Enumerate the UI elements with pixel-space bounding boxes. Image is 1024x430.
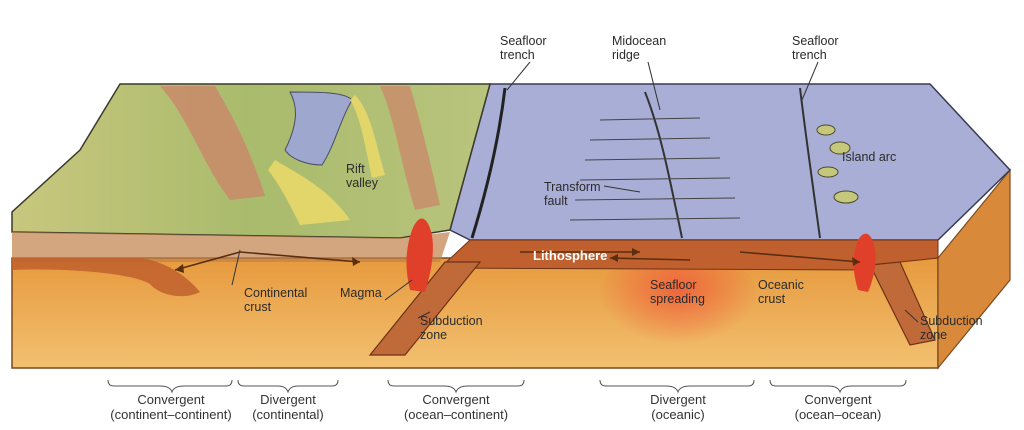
label-lithosphere: Lithosphere xyxy=(533,248,608,263)
trench-right xyxy=(799,87,821,239)
island-arc-islands xyxy=(816,124,859,204)
magma-plume-right xyxy=(853,233,876,292)
lithosphere-continent xyxy=(12,258,200,297)
boundary-label-divergent-oceanic: Divergent(oceanic) xyxy=(650,392,706,422)
trench-left xyxy=(470,87,507,239)
mantle-flow-arrows xyxy=(174,251,861,271)
spreading-glow xyxy=(598,245,758,355)
boundary-label-convergent-oo: Convergent(ocean–ocean) xyxy=(794,392,882,422)
rift-flank-yellow xyxy=(268,160,350,225)
subducting-slab-left xyxy=(368,261,482,356)
ridge-hatching xyxy=(569,117,741,221)
midocean-ridge xyxy=(644,91,683,239)
rift-flank-yellow-2 xyxy=(350,95,385,178)
block-right-face xyxy=(937,168,1011,370)
boundary-label-divergent-continental: Divergent(continental) xyxy=(252,392,324,422)
mantle-flow-arrowheads xyxy=(175,248,860,273)
ocean-floor-surface xyxy=(449,83,1012,241)
boundary-label-convergent-oc: Convergent(ocean–continent) xyxy=(403,392,509,422)
rift-lake xyxy=(284,91,353,166)
continental-crust-edge xyxy=(12,232,450,262)
mountain-belt-left xyxy=(160,86,265,200)
mountain-belt-mid xyxy=(380,86,440,210)
magma-plume-left xyxy=(406,218,433,292)
label-island-arc: Island arc xyxy=(842,150,897,164)
subducting-slab-right xyxy=(869,261,936,346)
boundary-brackets xyxy=(107,379,907,394)
leader-lines xyxy=(231,61,919,323)
boundary-label-convergent-cc: Convergent(continent–continent) xyxy=(110,392,232,422)
label-magma: Magma xyxy=(340,286,382,300)
